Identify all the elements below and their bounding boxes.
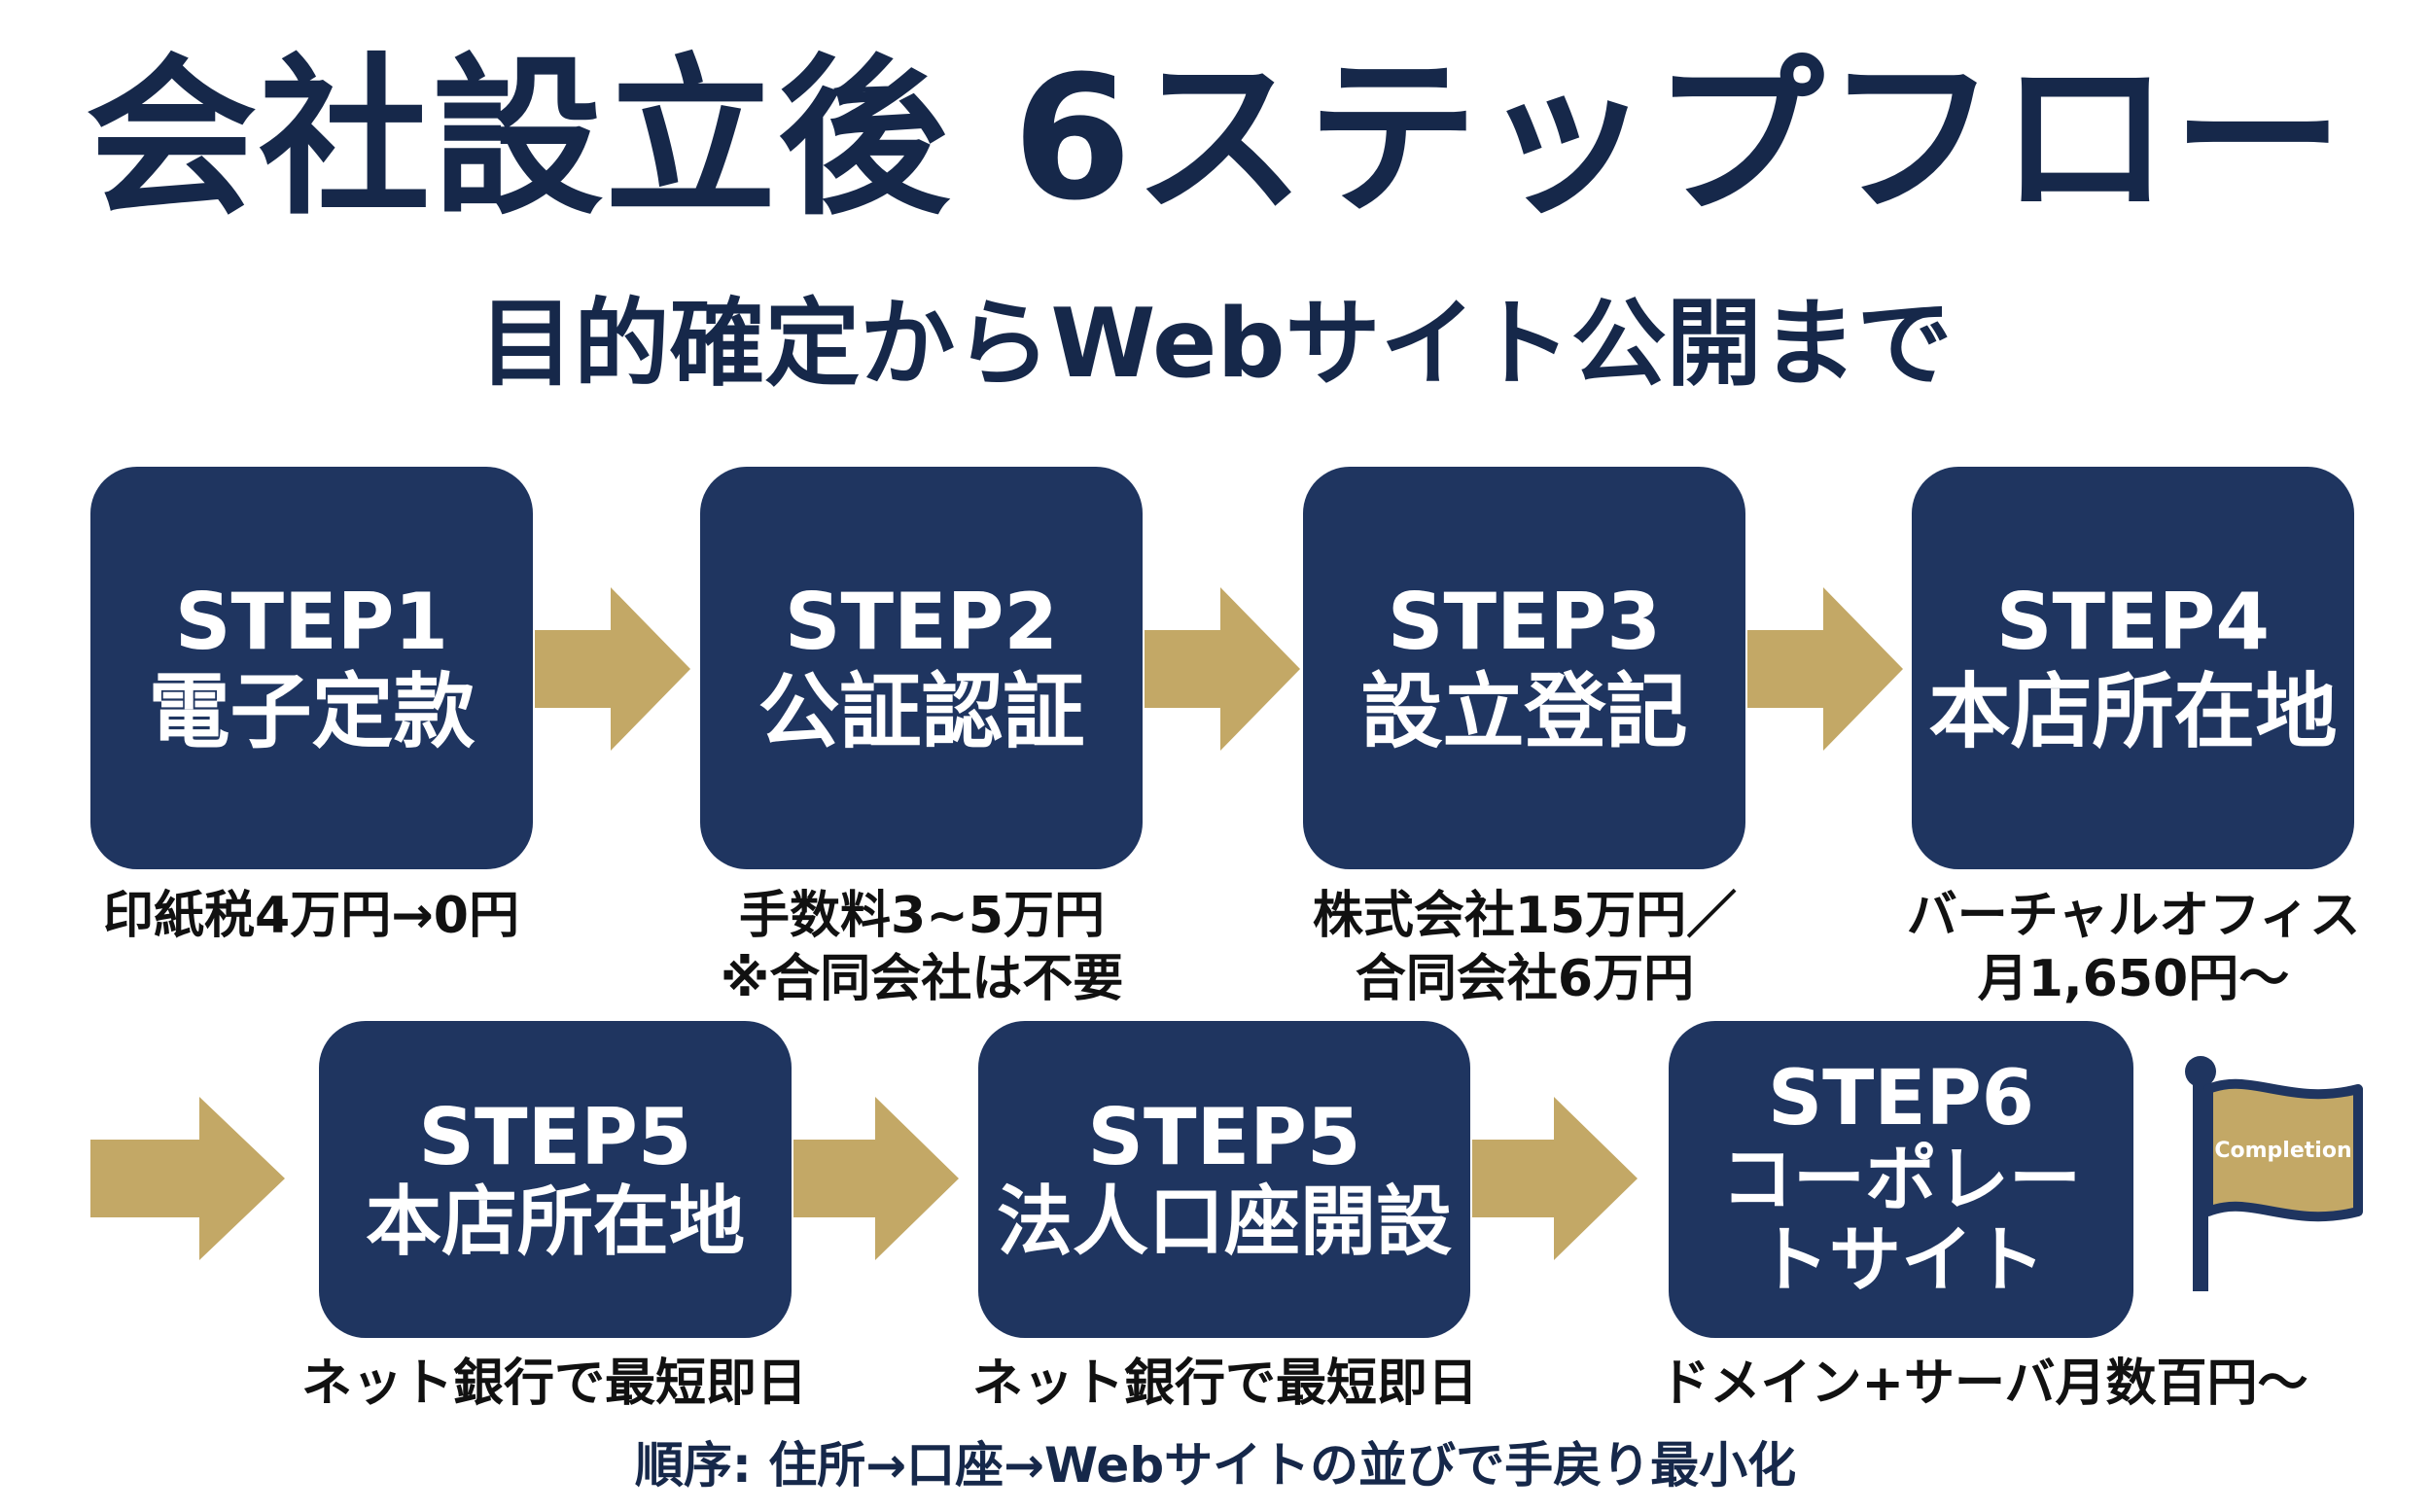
step5b-note-line1: ネット銀行で最短即日: [971, 1354, 1478, 1413]
footer-summary: 順序: 住所→口座→Webサイトの並びで手戻り最小化: [634, 1437, 1797, 1494]
step1-box: STEP1 電子定款: [90, 467, 533, 869]
step5a-note: ネット銀行で最短即日: [253, 1353, 856, 1416]
step4-number: STEP4: [1995, 577, 2271, 668]
step3-name: 設立登記: [1360, 663, 1688, 759]
step4-name: 本店所在地: [1928, 663, 2338, 759]
step2-name: 公証認証: [757, 663, 1085, 759]
step6-note: ドメイン+サーバ月数百円〜: [1614, 1353, 2353, 1416]
step2-note-line2: ※合同会社は不要: [720, 950, 1124, 1008]
arrow-1-2-icon: [535, 587, 690, 751]
step2-number: STEP2: [784, 577, 1059, 668]
step3-note-line1: 株式会社15万円／: [1312, 887, 1738, 945]
step5b-number: STEP5: [1087, 1091, 1361, 1182]
step1-note-line1: 印紙税4万円→0円: [103, 887, 519, 945]
step2-note: 手数料3~5万円 ※合同会社は不要: [650, 885, 1194, 1011]
step3-note-line2: 合同会社6万円: [1355, 950, 1695, 1008]
step6-number: STEP6: [1767, 1055, 2035, 1143]
step5b-name: 法人口座開設: [996, 1178, 1452, 1267]
completion-flag-icon: Completion: [2185, 1056, 2363, 1291]
step5-address-box: STEP5 本店所在地: [319, 1021, 792, 1338]
step2-note-line1: 手数料3~5万円: [739, 887, 1105, 945]
arrow-3-4-icon: [1747, 587, 1903, 751]
step5a-note-line1: ネット銀行で最短即日: [300, 1354, 807, 1413]
step6-note-line1: ドメイン+サーバ月数百円〜: [1659, 1354, 2308, 1413]
step1-note: 印紙税4万円→0円: [39, 885, 583, 948]
arrow-row2-start-icon: [90, 1097, 285, 1260]
step4-note-line2: 月1,650円〜: [1977, 950, 2290, 1008]
arrow-2-3-icon: [1145, 587, 1300, 751]
step4-note: バーチャルオフィス 月1,650円〜: [1857, 885, 2410, 1011]
step4-note-line1: バーチャルオフィス: [1906, 887, 2361, 945]
step2-box: STEP2 公証認証: [700, 467, 1143, 869]
page-subtitle: 目的確定からWebサイト公開まで: [478, 289, 1953, 400]
step3-box: STEP3 設立登記: [1303, 467, 1745, 869]
step1-number: STEP1: [174, 577, 449, 668]
arrow-5a-5b-icon: [793, 1097, 959, 1260]
step5-bank-box: STEP5 法人口座開設: [978, 1021, 1470, 1338]
step5a-number: STEP5: [418, 1091, 692, 1182]
step5a-name: 本店所在地: [365, 1178, 745, 1267]
step6-name: コーポレートサイト: [1721, 1138, 2081, 1303]
page-title: 会社設立後 6ステップフロー: [86, 39, 2345, 238]
step5b-note: ネット銀行で最短即日: [924, 1353, 1527, 1416]
step3-number: STEP3: [1387, 577, 1662, 668]
step6-box: STEP6 コーポレートサイト: [1669, 1021, 2133, 1338]
step1-name: 電子定款: [148, 663, 476, 759]
step4-box: STEP4 本店所在地: [1912, 467, 2354, 869]
arrow-5b-6-icon: [1472, 1097, 1638, 1260]
completion-flag-label: Completion: [2214, 1139, 2351, 1163]
step3-note: 株式会社15万円／ 合同会社6万円: [1252, 885, 1797, 1011]
